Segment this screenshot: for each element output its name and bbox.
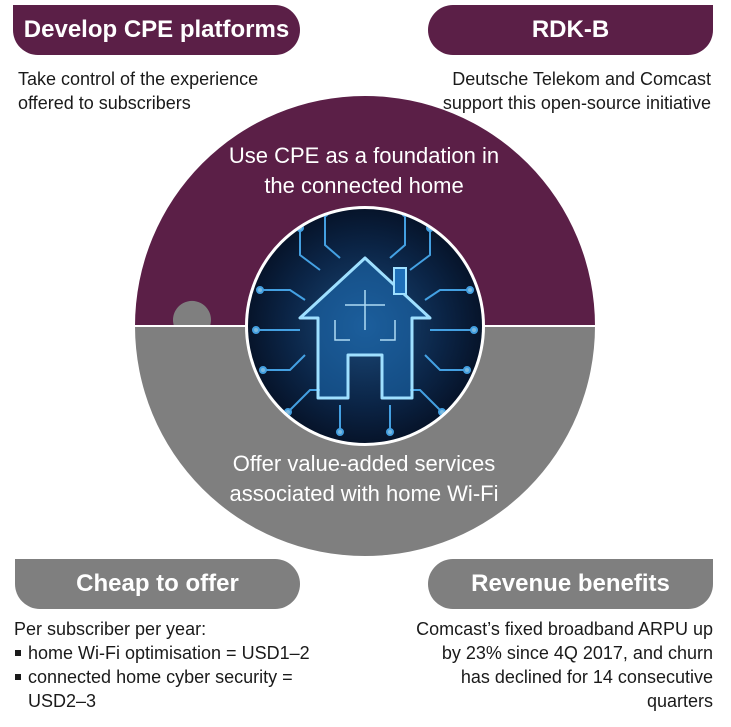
cost-list: home Wi-Fi optimisation = USD1–2 connect… — [14, 641, 344, 713]
list-item: connected home cyber security = USD2–3 — [14, 665, 344, 713]
list-item: home Wi-Fi optimisation = USD1–2 — [14, 641, 344, 665]
cost-heading: Per subscriber per year: — [14, 619, 207, 639]
tab-develop-cpe-platforms: Develop CPE platforms — [13, 5, 300, 55]
circuit-house-icon — [245, 206, 485, 446]
description-revenue-benefits: Comcast’s fixed broadband ARPU up by 23%… — [416, 619, 713, 711]
description-cheap-to-offer: Per subscriber per year: home Wi-Fi opti… — [14, 617, 344, 713]
bottom-center-text: Offer value-added services associated wi… — [229, 451, 499, 506]
tab-cheap-to-offer: Cheap to offer — [15, 559, 300, 609]
tab-rdk-b: RDK-B — [428, 5, 713, 55]
description-develop-cpe: Take control of the experience offered t… — [18, 69, 259, 113]
top-center-text: Use CPE as a foundation in the connected… — [228, 143, 500, 198]
tab-revenue-benefits: Revenue benefits — [428, 559, 713, 609]
description-rdk-b: Deutsche Telekom and Comcast support thi… — [442, 69, 711, 113]
